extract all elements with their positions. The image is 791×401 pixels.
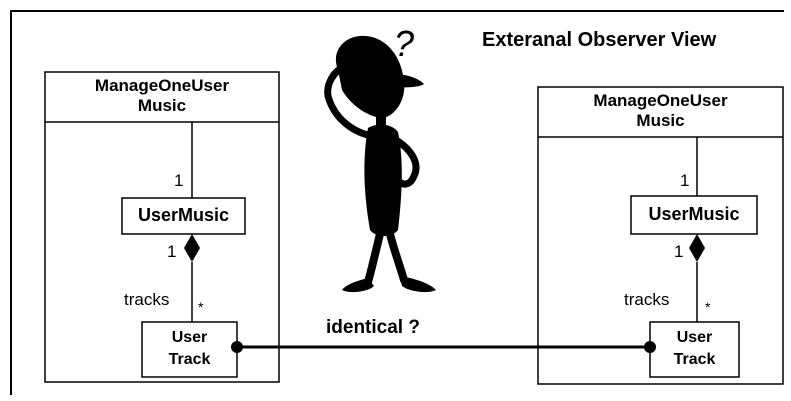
observer-left-foot <box>342 278 374 293</box>
right-container-title-line2: Music <box>636 111 685 130</box>
right-container-title: ManageOneUser Music <box>538 91 783 131</box>
right-usertrack-label: User Track <box>650 327 739 371</box>
left-role-label: tracks <box>124 290 170 309</box>
right-many-multiplicity: * <box>705 299 711 315</box>
left-composition-diamond <box>184 234 200 262</box>
right-usertrack-box <box>649 321 740 378</box>
right-connector-dot <box>644 341 656 353</box>
left-usermusic-label: UserMusic <box>137 205 230 225</box>
left-upper-multiplicity: 1 <box>174 171 184 190</box>
identical-question-label: identical ? <box>326 317 420 338</box>
right-usermusic-box <box>630 195 758 235</box>
right-usermusic-label: UserMusic <box>648 204 740 224</box>
left-usertrack-box <box>141 321 238 378</box>
left-usermusic-box <box>121 197 246 235</box>
right-composition-diamond <box>689 234 705 262</box>
left-usertrack-line1: User <box>171 329 208 346</box>
thinking-observer-figure <box>324 35 436 293</box>
right-container-title-line1: ManageOneUser <box>593 91 728 110</box>
observer-right-foot <box>400 276 436 293</box>
observer-cap-brim <box>384 74 424 88</box>
left-usertrack-line2: Track <box>168 351 211 368</box>
right-usertrack-line1: User <box>676 329 713 346</box>
left-usertrack-label: User Track <box>142 327 237 371</box>
outer-frame <box>10 10 784 395</box>
left-container-title: ManageOneUser Music <box>45 76 279 116</box>
right-usertrack-line2: Track <box>673 351 716 368</box>
observer-left-leg <box>364 230 384 286</box>
right-upper-multiplicity: 1 <box>680 171 690 190</box>
diagram-heading: Exteranal Observer View <box>482 29 717 51</box>
left-container-title-line1: ManageOneUser <box>94 76 230 95</box>
thinking-question-mark: ? <box>394 23 415 64</box>
observer-head <box>335 35 405 118</box>
left-container-title-line2: Music <box>137 96 187 115</box>
left-composite-multiplicity: 1 <box>167 242 177 261</box>
observer-raised-arm <box>324 62 376 140</box>
observer-body <box>364 124 402 236</box>
right-composite-multiplicity: 1 <box>674 242 684 261</box>
left-many-multiplicity: * <box>198 299 204 315</box>
observer-hip-arm <box>392 136 420 188</box>
right-role-label: tracks <box>624 290 670 309</box>
left-connector-dot <box>231 341 243 353</box>
observer-right-leg <box>386 230 408 284</box>
